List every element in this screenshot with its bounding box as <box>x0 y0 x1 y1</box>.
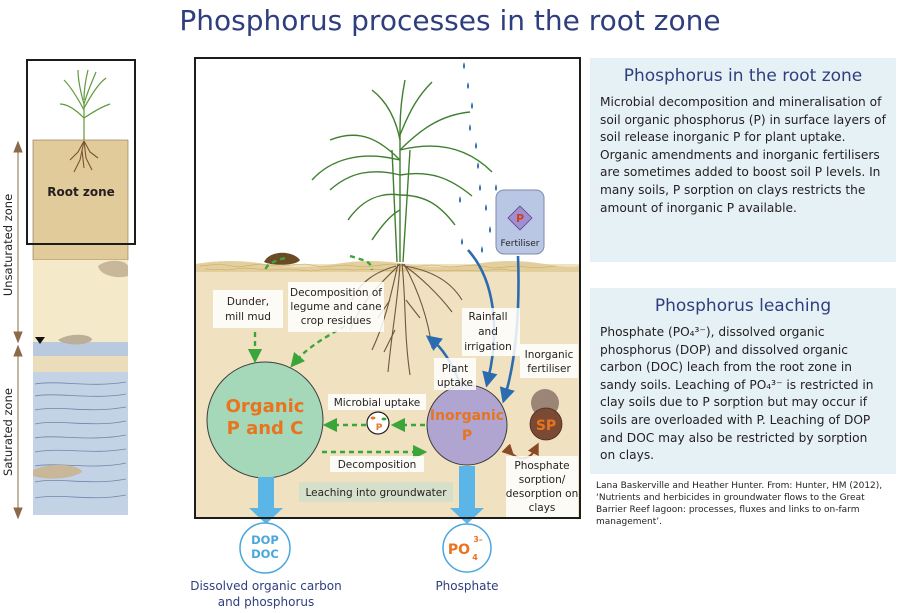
sorption-label-3: desorption on <box>506 488 579 500</box>
soil-column: Root zone Unsaturated zone Saturated zon… <box>1 59 136 520</box>
organic-pool-label-2: P and C <box>227 418 304 439</box>
clay-lens <box>98 260 128 278</box>
rainfall-label-box <box>462 308 520 356</box>
column-plant <box>59 69 111 140</box>
root-zone-label: Root zone <box>47 185 115 199</box>
root-zone-panel-title: Phosphorus in the root zone <box>623 66 863 86</box>
water-table-marker-icon <box>35 337 45 344</box>
sorption-label-4: clays <box>529 502 556 514</box>
leaching-label-box <box>299 482 453 502</box>
page-title: Phosphorus processes in the root zone <box>179 4 721 37</box>
microbe-p-label: P <box>376 423 383 433</box>
microbial-uptake-label-box <box>328 394 426 410</box>
microbial-uptake-label: Microbial uptake <box>334 397 421 409</box>
saturated-layer <box>33 372 128 515</box>
plant-uptake-label-box <box>434 358 476 390</box>
dunder-label-2: mill mud <box>225 311 271 323</box>
main-diagram: P Fertiliser Organic P and C Inorganic P… <box>194 57 581 524</box>
credit-text: Lana Baskerville and Heather Hunter. Fro… <box>596 481 883 527</box>
clay-lens <box>33 464 82 479</box>
po4-superscript: 3– <box>473 535 483 544</box>
fertiliser-bag-letter: P <box>516 212 524 225</box>
residues-label-2: legume and cane <box>290 301 381 313</box>
leaching-panel: Phosphorus leaching Phosphate (PO₄³⁻), d… <box>590 288 896 474</box>
inorganic-fertiliser-label-2: fertiliser <box>527 363 571 375</box>
phosphate-caption: Phosphate <box>435 579 498 593</box>
fertiliser-bag: P Fertiliser <box>495 189 545 255</box>
dissolved-caption-2: and phosphorus <box>218 595 315 609</box>
decomposition-label-box <box>330 456 424 472</box>
dunder-label-1: Dunder, <box>227 296 269 308</box>
root-zone-panel: Phosphorus in the root zone Microbial de… <box>590 58 896 262</box>
phosphate-circle <box>442 523 492 573</box>
po4-subscript: 4 <box>472 553 478 562</box>
sugar-cane-plant <box>311 79 493 263</box>
rainfall-label-2: and <box>478 326 498 338</box>
sorption-label-1: Phosphate <box>514 460 569 472</box>
organic-flow-arrows <box>247 254 428 460</box>
doc-label: DOC <box>251 547 279 561</box>
leaching-panel-title: Phosphorus leaching <box>654 296 832 316</box>
microbe-icon: P <box>366 411 390 435</box>
organic-pool-label-1: Organic <box>226 396 305 417</box>
rainfall-label-3: irrigation <box>464 341 512 353</box>
plant-uptake-label-2: uptake <box>437 377 473 389</box>
plant-uptake-label-1: Plant <box>442 363 468 375</box>
rain-drops <box>459 62 497 253</box>
sp-label: SP <box>536 418 556 434</box>
leaching-label: Leaching into groundwater <box>305 487 447 499</box>
po4-label: PO <box>448 542 470 558</box>
residues-label-3: crop residues <box>301 315 371 327</box>
dop-doc-circle <box>239 522 291 574</box>
unsaturated-zone-label: Unsaturated zone <box>1 194 15 296</box>
residues-label-box <box>288 282 384 332</box>
leaching-arrows <box>249 466 484 524</box>
inorganic-fertiliser-label-1: Inorganic <box>525 349 574 361</box>
inorganic-pool-circle <box>426 384 508 466</box>
inorganic-fertiliser-label-box <box>520 344 578 378</box>
dissolved-caption-1: Dissolved organic carbon <box>190 579 342 593</box>
transition-layer <box>33 356 128 372</box>
dunder-label-box <box>213 290 283 328</box>
aquifer-lines <box>34 381 127 499</box>
inorganic-pool-label-1: Inorganic <box>430 408 504 424</box>
litter-layer <box>199 263 557 272</box>
main-diagram-frame <box>194 57 581 519</box>
decomposition-label: Decomposition <box>338 459 417 471</box>
sorption-label-2: sorption/ <box>519 474 566 486</box>
fertiliser-bag-label: Fertiliser <box>501 239 540 249</box>
sorption-label-box <box>506 456 578 518</box>
root-zone-panel-text: Microbial decomposition and mineralisati… <box>600 95 886 215</box>
inorganic-pool-label-2: P <box>462 428 472 444</box>
leaching-panel-text: Phosphate (PO₄³⁻), dissolved organic pho… <box>600 325 874 463</box>
dop-label: DOP <box>251 533 279 547</box>
clay-lens <box>58 334 92 345</box>
rainfall-label-1: Rainfall <box>468 311 507 323</box>
column-roots <box>69 140 99 173</box>
water-table-band <box>33 342 128 356</box>
saturated-zone-label: Saturated zone <box>1 388 15 476</box>
root-zone-frame <box>26 59 136 245</box>
zone-arrows <box>13 140 23 520</box>
sp-circle <box>529 407 563 441</box>
residues-label-1: Decomposition of <box>290 287 382 299</box>
